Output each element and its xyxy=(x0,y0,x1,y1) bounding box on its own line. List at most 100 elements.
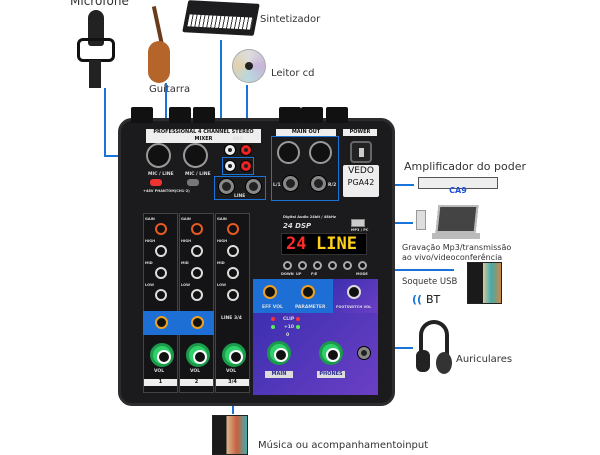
phantom-switch[interactable] xyxy=(150,179,162,186)
line-in-3[interactable] xyxy=(219,179,234,194)
vol-label-1: VOL xyxy=(154,369,165,374)
mixer-title: PROFESSIONAL 4 CHANNEL STEREO MIXER xyxy=(146,129,261,143)
main-out-jack-left[interactable] xyxy=(283,176,298,191)
laptop-base xyxy=(432,233,480,239)
ch3-low-knob[interactable] xyxy=(227,289,239,301)
ch3-high-knob[interactable] xyxy=(227,245,239,257)
eq-label: LOW xyxy=(217,283,226,287)
main-out-jack-right[interactable] xyxy=(311,176,326,191)
line-input-highlight xyxy=(214,176,266,200)
mic-cable xyxy=(104,88,106,156)
eq-label: LOW xyxy=(145,283,154,287)
vol-label-2: VOL xyxy=(190,369,201,374)
line34-label: LINE 3/4 xyxy=(221,316,242,321)
headphones-label: Auriculares xyxy=(456,354,513,365)
l-label: L/1 xyxy=(273,183,281,188)
dsp-button-6[interactable] xyxy=(358,261,367,270)
footswitch-knob[interactable] xyxy=(347,285,361,299)
guitar-image xyxy=(146,6,172,83)
combo-input-1[interactable] xyxy=(146,143,171,168)
ch2-mid-knob[interactable] xyxy=(191,267,203,279)
synthesizer-label: Sintetizador xyxy=(260,14,321,25)
amplifier-label: Amplificador do poder xyxy=(404,160,526,173)
music-input-label: Música ou acompanhamentoinput xyxy=(258,440,429,451)
ch2-high-knob[interactable] xyxy=(191,245,203,257)
laptop-image xyxy=(435,205,479,233)
synth-cable xyxy=(220,40,222,175)
microphone-label: Microfone xyxy=(70,0,129,8)
level-led-left xyxy=(271,325,275,329)
cd-image xyxy=(232,49,266,83)
main-volume-knob[interactable] xyxy=(267,341,291,365)
dsp-button-label: MODE xyxy=(356,272,368,276)
usb-socket-label: Soquete USB xyxy=(402,277,458,287)
usb-port[interactable] xyxy=(351,219,365,227)
ch1-volume-knob[interactable] xyxy=(150,343,174,367)
hpf-switch[interactable] xyxy=(187,179,199,186)
rca-in-left[interactable] xyxy=(225,161,235,171)
usb-stick-image xyxy=(416,210,426,230)
main-out-xlr-right[interactable] xyxy=(309,141,332,164)
ch1-high-knob[interactable] xyxy=(155,245,167,257)
ch2-eff-knob[interactable] xyxy=(191,316,204,329)
clip-led-left xyxy=(271,317,275,321)
amp-cable xyxy=(388,184,414,186)
ch1-eff-knob[interactable] xyxy=(155,316,168,329)
main-out-label: MAIN OUT xyxy=(276,129,336,136)
brand-name: VEDO xyxy=(348,166,374,176)
microphone-image xyxy=(72,10,118,90)
combo-input-2[interactable] xyxy=(183,143,208,168)
phones-volume-knob[interactable] xyxy=(319,341,343,365)
dsp-button-label: DOWN xyxy=(281,272,294,276)
amplifier-logo: CA9 xyxy=(449,186,467,195)
zero-label: 0 xyxy=(286,333,290,338)
dsp-button-label: UP xyxy=(296,272,302,276)
eq-label: LOW xyxy=(181,283,190,287)
main-out-xlr-left[interactable] xyxy=(277,141,300,164)
mp3-label: MP3 / PC xyxy=(351,228,369,232)
ch3-volume-knob[interactable] xyxy=(222,343,246,367)
line-in-4[interactable] xyxy=(246,179,261,194)
power-switch[interactable] xyxy=(350,141,372,163)
rec-out-left[interactable] xyxy=(225,145,235,155)
phones-label: PHONES xyxy=(317,371,345,378)
eq-label: GAIN xyxy=(145,217,155,221)
channel-number-1: 1 xyxy=(144,379,177,386)
ch3-mid-knob[interactable] xyxy=(227,267,239,279)
ch2-volume-knob[interactable] xyxy=(186,343,210,367)
eq-label: GAIN xyxy=(217,217,227,221)
eff-vol-knob[interactable] xyxy=(263,285,277,299)
ch1-gain-knob[interactable] xyxy=(155,223,167,235)
ch1-mid-knob[interactable] xyxy=(155,267,167,279)
channel-number-2: 2 xyxy=(180,379,213,386)
dsp-button-1[interactable] xyxy=(283,261,292,270)
line-label: LINE xyxy=(234,194,246,199)
ch2-low-knob[interactable] xyxy=(191,289,203,301)
r-label: R/2 xyxy=(328,183,337,188)
vol-label-3: VOL xyxy=(226,369,237,374)
eq-label: MID xyxy=(217,261,225,265)
audio-mixer: PROFESSIONAL 4 CHANNEL STEREO MIXER MAIN… xyxy=(118,107,395,406)
ch2-gain-knob[interactable] xyxy=(191,223,203,235)
eq-label: HIGH xyxy=(181,239,192,243)
rca-in-right[interactable] xyxy=(241,161,251,171)
level-led-right xyxy=(296,325,300,329)
dsp-button-2[interactable] xyxy=(298,261,307,270)
eq-label: GAIN xyxy=(181,217,191,221)
dsp-button-4[interactable] xyxy=(328,261,337,270)
dsp-caption: Digital Audio 24bit / 48kHz xyxy=(283,215,336,219)
bt-label: BT xyxy=(426,293,441,306)
rec-out-right[interactable] xyxy=(241,145,251,155)
main-out-highlight xyxy=(271,136,339,201)
dsp-button-3[interactable] xyxy=(313,261,322,270)
plus10-label: +10 xyxy=(284,325,295,330)
ch3-gain-knob[interactable] xyxy=(227,223,239,235)
eff-vol-label: EFF VOL xyxy=(262,305,283,310)
clip-label: CLIP xyxy=(283,317,295,322)
headphone-jack[interactable] xyxy=(358,347,370,359)
dsp-button-5[interactable] xyxy=(343,261,352,270)
parameter-knob[interactable] xyxy=(301,285,315,299)
rca-input-highlight xyxy=(222,157,254,175)
ch1-low-knob[interactable] xyxy=(155,289,167,301)
main-label: MAIN xyxy=(265,371,293,378)
